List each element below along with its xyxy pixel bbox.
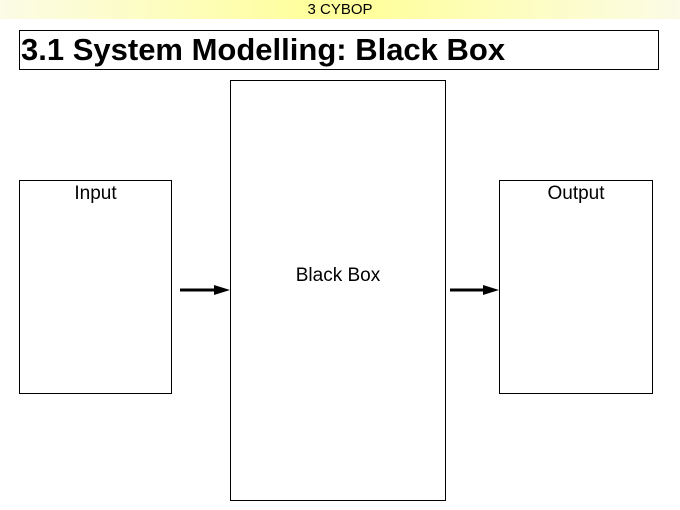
blackbox-to-output-arrow [450, 285, 499, 295]
input-box: Input [19, 180, 172, 394]
output-box: Output [499, 180, 653, 394]
title-box: 3.1 System Modelling: Black Box [19, 30, 659, 70]
black-box-label: Black Box [295, 265, 381, 286]
input-label: Input [74, 183, 117, 204]
black-box: Black Box [230, 80, 446, 501]
output-label: Output [547, 183, 605, 204]
header-bar: 3 CYBOP [0, 0, 680, 19]
header-text: 3 CYBOP [307, 1, 373, 18]
input-to-blackbox-arrow [180, 285, 230, 295]
slide-title: 3.1 System Modelling: Black Box [21, 32, 506, 67]
